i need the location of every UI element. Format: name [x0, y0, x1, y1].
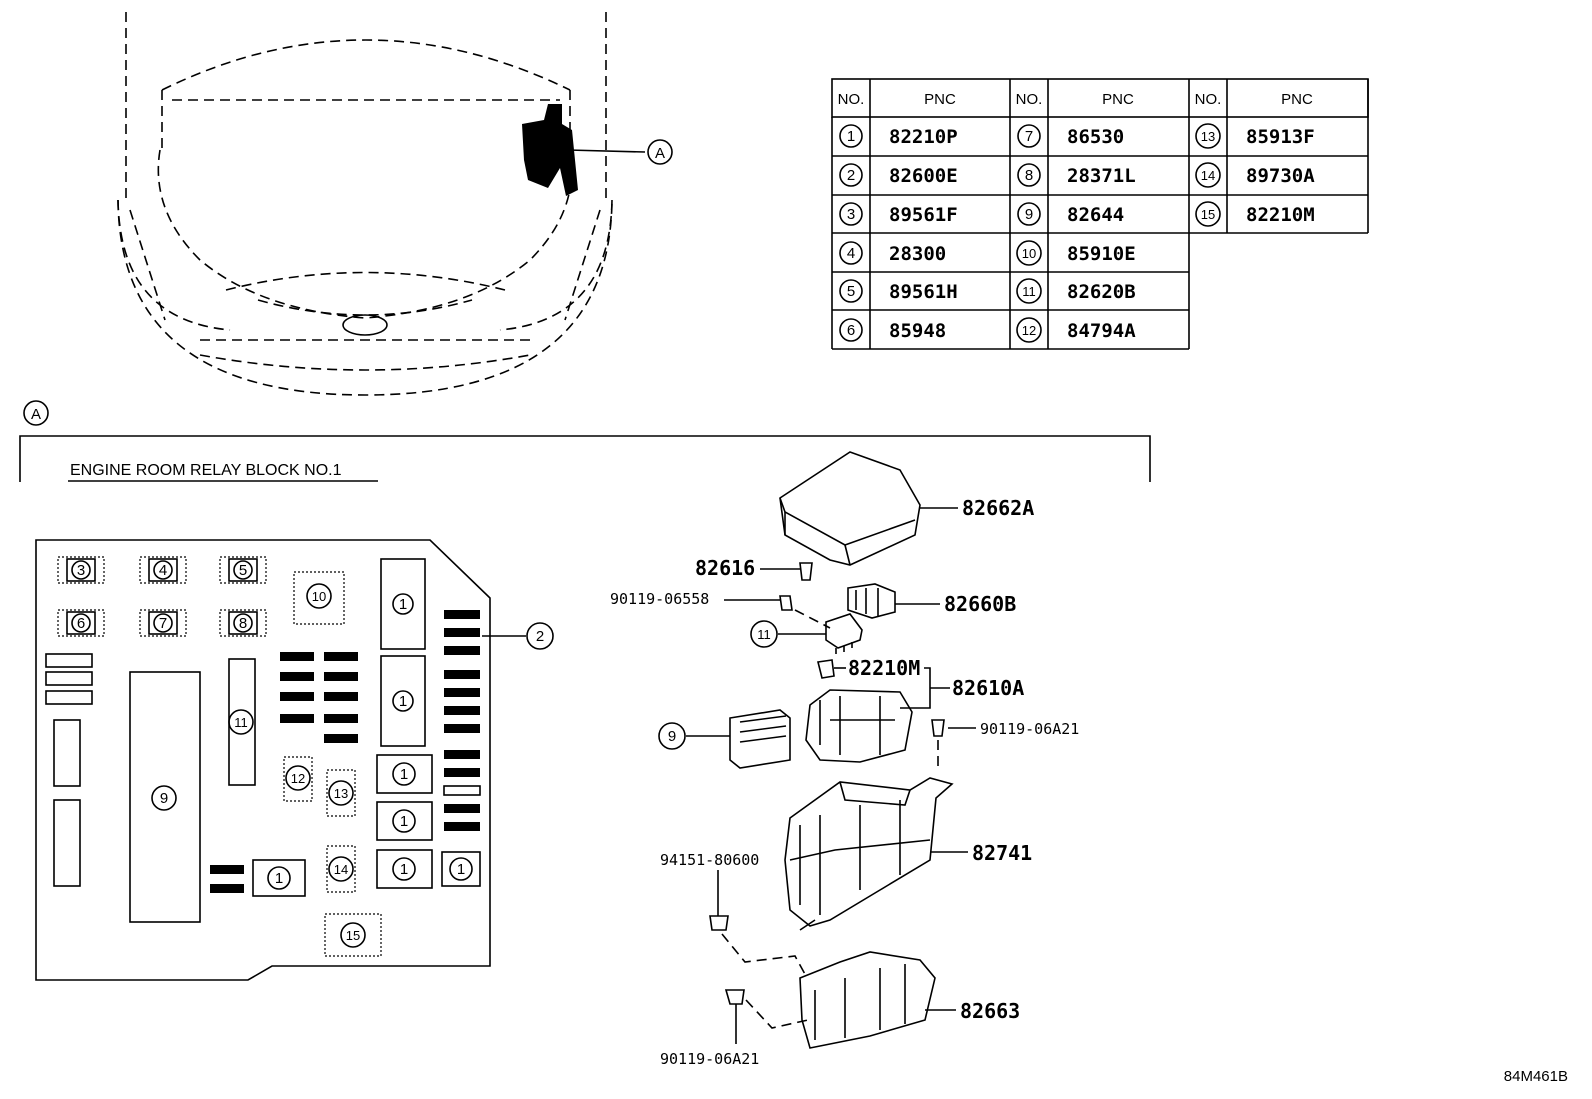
slot-5: 5: [239, 562, 247, 579]
slot-1-e: 1: [400, 861, 408, 878]
svg-text:85948: 85948: [889, 320, 946, 342]
svg-text:28371L: 28371L: [1067, 165, 1136, 187]
table-row: 11 82620B: [1016, 278, 1136, 304]
slot-15: 15: [346, 928, 360, 943]
svg-text:10: 10: [1022, 246, 1036, 261]
view-marker-a: A: [655, 145, 665, 162]
exploded-view: 82662A 82616 90119-06558 82660B 11 82210…: [610, 451, 1079, 1068]
slot-1-a: 1: [399, 596, 407, 613]
slot-6: 6: [77, 615, 85, 632]
label-82610a: 82610A: [952, 676, 1024, 700]
table-row: 7 86530: [1017, 124, 1124, 148]
callout-11: 11: [757, 627, 771, 642]
slot-1-b: 1: [399, 693, 407, 710]
table-row: 14 89730A: [1195, 162, 1315, 188]
callout-9: 9: [668, 728, 676, 745]
svg-text:2: 2: [847, 167, 855, 184]
svg-text:4: 4: [847, 245, 855, 262]
table-header-pnc-3: PNC: [1281, 91, 1313, 108]
svg-text:11: 11: [1022, 284, 1036, 299]
svg-text:89730A: 89730A: [1246, 165, 1315, 187]
svg-text:82644: 82644: [1067, 204, 1124, 226]
section-a: A ENGINE ROOM RELAY BLOCK NO.1: [19, 400, 1151, 482]
table-row: 10 85910E: [1016, 240, 1136, 266]
label-90119-06558: 90119-06558: [610, 590, 709, 608]
table-row: 9 82644: [1017, 202, 1124, 226]
svg-text:14: 14: [1201, 168, 1215, 183]
svg-text:6: 6: [847, 322, 855, 339]
fuse-block-layout: 3 4 5 6 7 8 10 1 1: [35, 539, 554, 981]
slot-7: 7: [159, 615, 167, 632]
pnc-table: NO. PNC NO. PNC NO. PNC 1 82210P 2 82600…: [831, 78, 1369, 350]
svg-text:5: 5: [847, 283, 855, 300]
slot-13: 13: [334, 786, 348, 801]
table-row: 8 28371L: [1017, 163, 1136, 187]
slot-11: 11: [234, 715, 248, 730]
label-90119-06a21-right: 90119-06A21: [980, 720, 1079, 738]
svg-text:82620B: 82620B: [1067, 281, 1136, 303]
svg-text:9: 9: [1025, 206, 1033, 223]
svg-text:86530: 86530: [1067, 126, 1124, 148]
table-row: 2 82600E: [839, 163, 958, 187]
table-header-pnc-1: PNC: [924, 91, 956, 108]
svg-text:12: 12: [1022, 323, 1036, 338]
label-82616: 82616: [695, 556, 755, 580]
slot-1-g: 1: [275, 870, 283, 887]
svg-text:82600E: 82600E: [889, 165, 958, 187]
svg-text:28300: 28300: [889, 243, 946, 265]
slot-9: 9: [160, 790, 168, 807]
svg-text:82210M: 82210M: [1246, 204, 1315, 226]
vehicle-top-view: A: [117, 12, 673, 396]
section-marker-a: A: [31, 406, 41, 423]
svg-text:8: 8: [1025, 167, 1033, 184]
section-title: ENGINE ROOM RELAY BLOCK NO.1: [70, 462, 342, 479]
slot-3: 3: [77, 562, 85, 579]
svg-text:15: 15: [1201, 207, 1215, 222]
diagram-code: 84M461B: [1504, 1068, 1568, 1085]
table-row: 4 28300: [839, 241, 946, 265]
label-82741: 82741: [972, 841, 1032, 865]
label-82660b: 82660B: [944, 592, 1016, 616]
svg-text:89561H: 89561H: [889, 281, 958, 303]
slot-10: 10: [312, 589, 326, 604]
svg-text:7: 7: [1025, 128, 1033, 145]
svg-text:82210P: 82210P: [889, 126, 958, 148]
label-94151-80600: 94151-80600: [660, 851, 759, 869]
table-row: 6 85948: [839, 318, 946, 342]
slot-4: 4: [159, 562, 167, 579]
table-row: 13 85913F: [1195, 123, 1315, 149]
table-row: 1 82210P: [839, 124, 958, 148]
slot-14: 14: [334, 862, 348, 877]
label-82663: 82663: [960, 999, 1020, 1023]
svg-text:13: 13: [1201, 129, 1215, 144]
view-marker-a-circle: [647, 139, 673, 165]
label-82210m: 82210M: [848, 656, 920, 680]
svg-text:84794A: 84794A: [1067, 320, 1136, 342]
table-header-pnc-2: PNC: [1102, 91, 1134, 108]
slot-1-f: 1: [457, 861, 465, 878]
slot-1-c: 1: [400, 766, 408, 783]
table-row: 3 89561F: [839, 202, 958, 226]
svg-text:1: 1: [847, 128, 855, 145]
slot-2: 2: [536, 628, 544, 645]
table-header-no-3: NO.: [1195, 91, 1222, 108]
table-row: 15 82210M: [1195, 201, 1315, 227]
slot-8: 8: [239, 615, 247, 632]
table-header-no-1: NO.: [838, 91, 865, 108]
table-header-no-2: NO.: [1016, 91, 1043, 108]
svg-text:85913F: 85913F: [1246, 126, 1315, 148]
table-row: 12 84794A: [1016, 317, 1136, 343]
svg-text:3: 3: [847, 206, 855, 223]
table-row: 5 89561H: [839, 279, 958, 303]
svg-text:89561F: 89561F: [889, 204, 958, 226]
label-90119-06a21-bottom: 90119-06A21: [660, 1050, 759, 1068]
slot-12: 12: [291, 771, 305, 786]
svg-text:85910E: 85910E: [1067, 243, 1136, 265]
label-82662a: 82662A: [962, 496, 1034, 520]
slot-1-d: 1: [400, 813, 408, 830]
